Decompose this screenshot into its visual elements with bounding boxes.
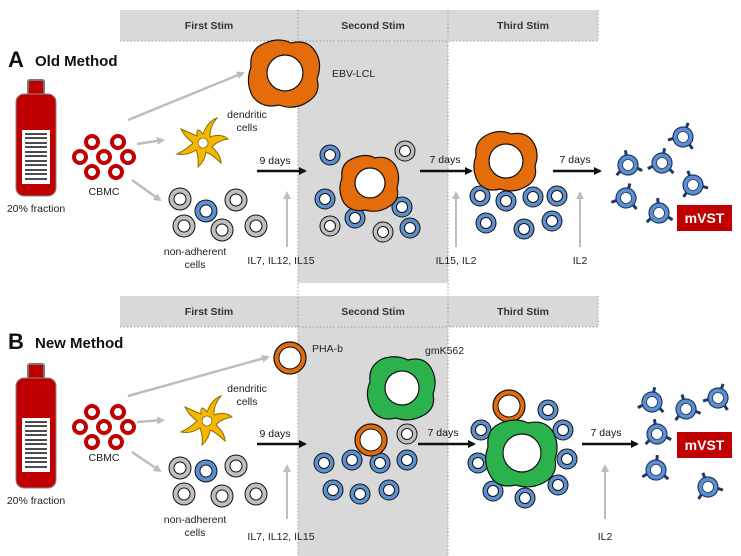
cytokines-label-a-3: IL2 (573, 255, 588, 267)
cord-blood-bag-icon (15, 79, 57, 197)
split-arrows-b (127, 354, 270, 473)
third-stim-cells-a (469, 185, 568, 240)
cord-blood-bag-icon-b (15, 363, 57, 489)
panel-b-title: New Method (35, 335, 123, 352)
dendritic-label-a-1: dendritic (227, 109, 267, 121)
pha-blast-cell-icon-2 (354, 423, 388, 457)
stim-headers-top: First Stim Second Stim Third Stim (120, 10, 598, 283)
cytokines-label-a-1: IL7, IL12, IL15 (247, 255, 314, 267)
pha-blast-cell-icon-3 (492, 389, 526, 423)
mvst-label-a: mVST (685, 210, 725, 226)
header-second-label: Second Stim (341, 20, 405, 32)
days-label-b-1: 9 days (260, 428, 291, 440)
panel-a-letter: A (8, 47, 24, 72)
header-second-label-b: Second Stim (341, 306, 405, 318)
non-adherent-cells-a (168, 187, 268, 242)
cytokines-label-b-1: IL7, IL12, IL15 (247, 531, 314, 543)
fraction-label-a: 20% fraction (7, 203, 66, 215)
ebv-lcl-cell-icon-2 (339, 154, 400, 212)
gmk562-cell-icon-2 (485, 419, 558, 488)
gmk562-label: gmK562 (425, 345, 464, 357)
header-first-stim-bottom (120, 296, 298, 327)
gmk562-cell-icon (366, 356, 436, 421)
stim-headers-bottom: First Stim Second Stim Third Stim (120, 296, 598, 556)
dendritic-label-b-2: cells (236, 396, 257, 408)
dendritic-label-a-2: cells (236, 122, 257, 134)
split-arrows-a (127, 71, 245, 202)
dendritic-cell-icon-b (179, 394, 234, 447)
mvst-label-b: mVST (685, 437, 725, 453)
ebv-lcl-cell-icon (247, 39, 321, 108)
days-label-a-1: 9 days (260, 155, 291, 167)
mvst-badge-b: mVST (677, 432, 732, 458)
days-label-b-2: 7 days (428, 427, 459, 439)
pha-b-label: PHA-b (312, 343, 343, 355)
dendritic-cell-icon (175, 116, 230, 169)
panel-a-title: Old Method (35, 53, 118, 70)
header-third-label: Third Stim (497, 20, 549, 32)
header-first-label-b: First Stim (185, 306, 233, 318)
header-third-stim-top (448, 10, 598, 41)
dendritic-label-b-1: dendritic (227, 383, 267, 395)
panel-b: B New Method 20% fraction CBMC (7, 329, 737, 543)
days-label-a-3: 7 days (560, 154, 591, 166)
header-third-label-b: Third Stim (497, 306, 549, 318)
second-stim-cells-b (313, 423, 418, 505)
non-adherent-label-a-1: non-adherent (164, 246, 227, 258)
cytokines-label-b-3: IL2 (598, 531, 613, 543)
header-first-stim-top (120, 10, 298, 41)
non-adherent-label-b-1: non-adherent (164, 514, 227, 526)
cbmc-cells-b (72, 404, 136, 450)
fraction-label-b: 20% fraction (7, 495, 66, 507)
second-stim-cells-a (314, 140, 421, 243)
days-label-a-2: 7 days (430, 154, 461, 166)
days-label-b-3: 7 days (591, 427, 622, 439)
mvst-badge-a: mVST (677, 205, 732, 231)
ebv-lcl-label: EBV-LCL (332, 68, 375, 80)
non-adherent-label-a-2: cells (184, 259, 205, 271)
pha-blast-cell-icon (273, 341, 307, 375)
header-third-stim-bottom (448, 296, 598, 327)
cbmc-label-a: CBMC (89, 186, 120, 198)
panel-a: A Old Method 20% fraction CBMC (7, 39, 732, 271)
cbmc-label-b: CBMC (89, 452, 120, 464)
header-first-label: First Stim (185, 20, 233, 32)
panel-b-letter: B (8, 329, 24, 354)
cbmc-cells-a (72, 134, 136, 180)
third-stim-cells-b (467, 399, 578, 509)
ebv-lcl-cell-icon-3 (473, 130, 538, 192)
second-stim-shading-top (298, 10, 448, 283)
non-adherent-label-b-2: cells (184, 527, 205, 539)
non-adherent-cells-b (168, 454, 268, 508)
cytokines-label-a-2: IL15, IL2 (436, 255, 477, 267)
